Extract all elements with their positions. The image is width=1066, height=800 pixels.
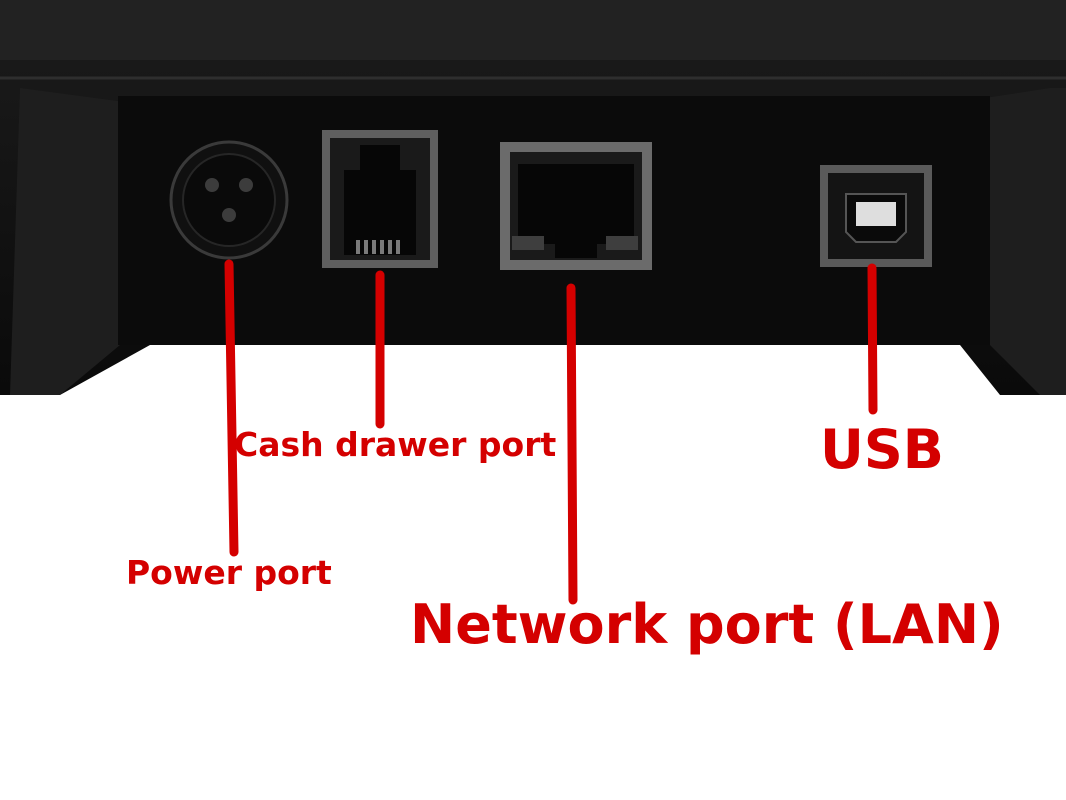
power-port [169,140,289,260]
network-port [500,142,652,270]
usb-port-label: USB [820,418,944,481]
cash-drawer-port-label: Cash drawer port [234,425,557,464]
power-port-label: Power port [126,553,332,592]
usb-pointer-line [867,263,878,415]
cash-drawer-port [322,130,438,268]
usb-port [820,165,932,267]
annotation-lines [224,259,878,605]
network-pointer-line [566,283,578,605]
network-port-label: Network port (LAN) [410,593,1004,656]
power-pointer-line [224,259,239,557]
